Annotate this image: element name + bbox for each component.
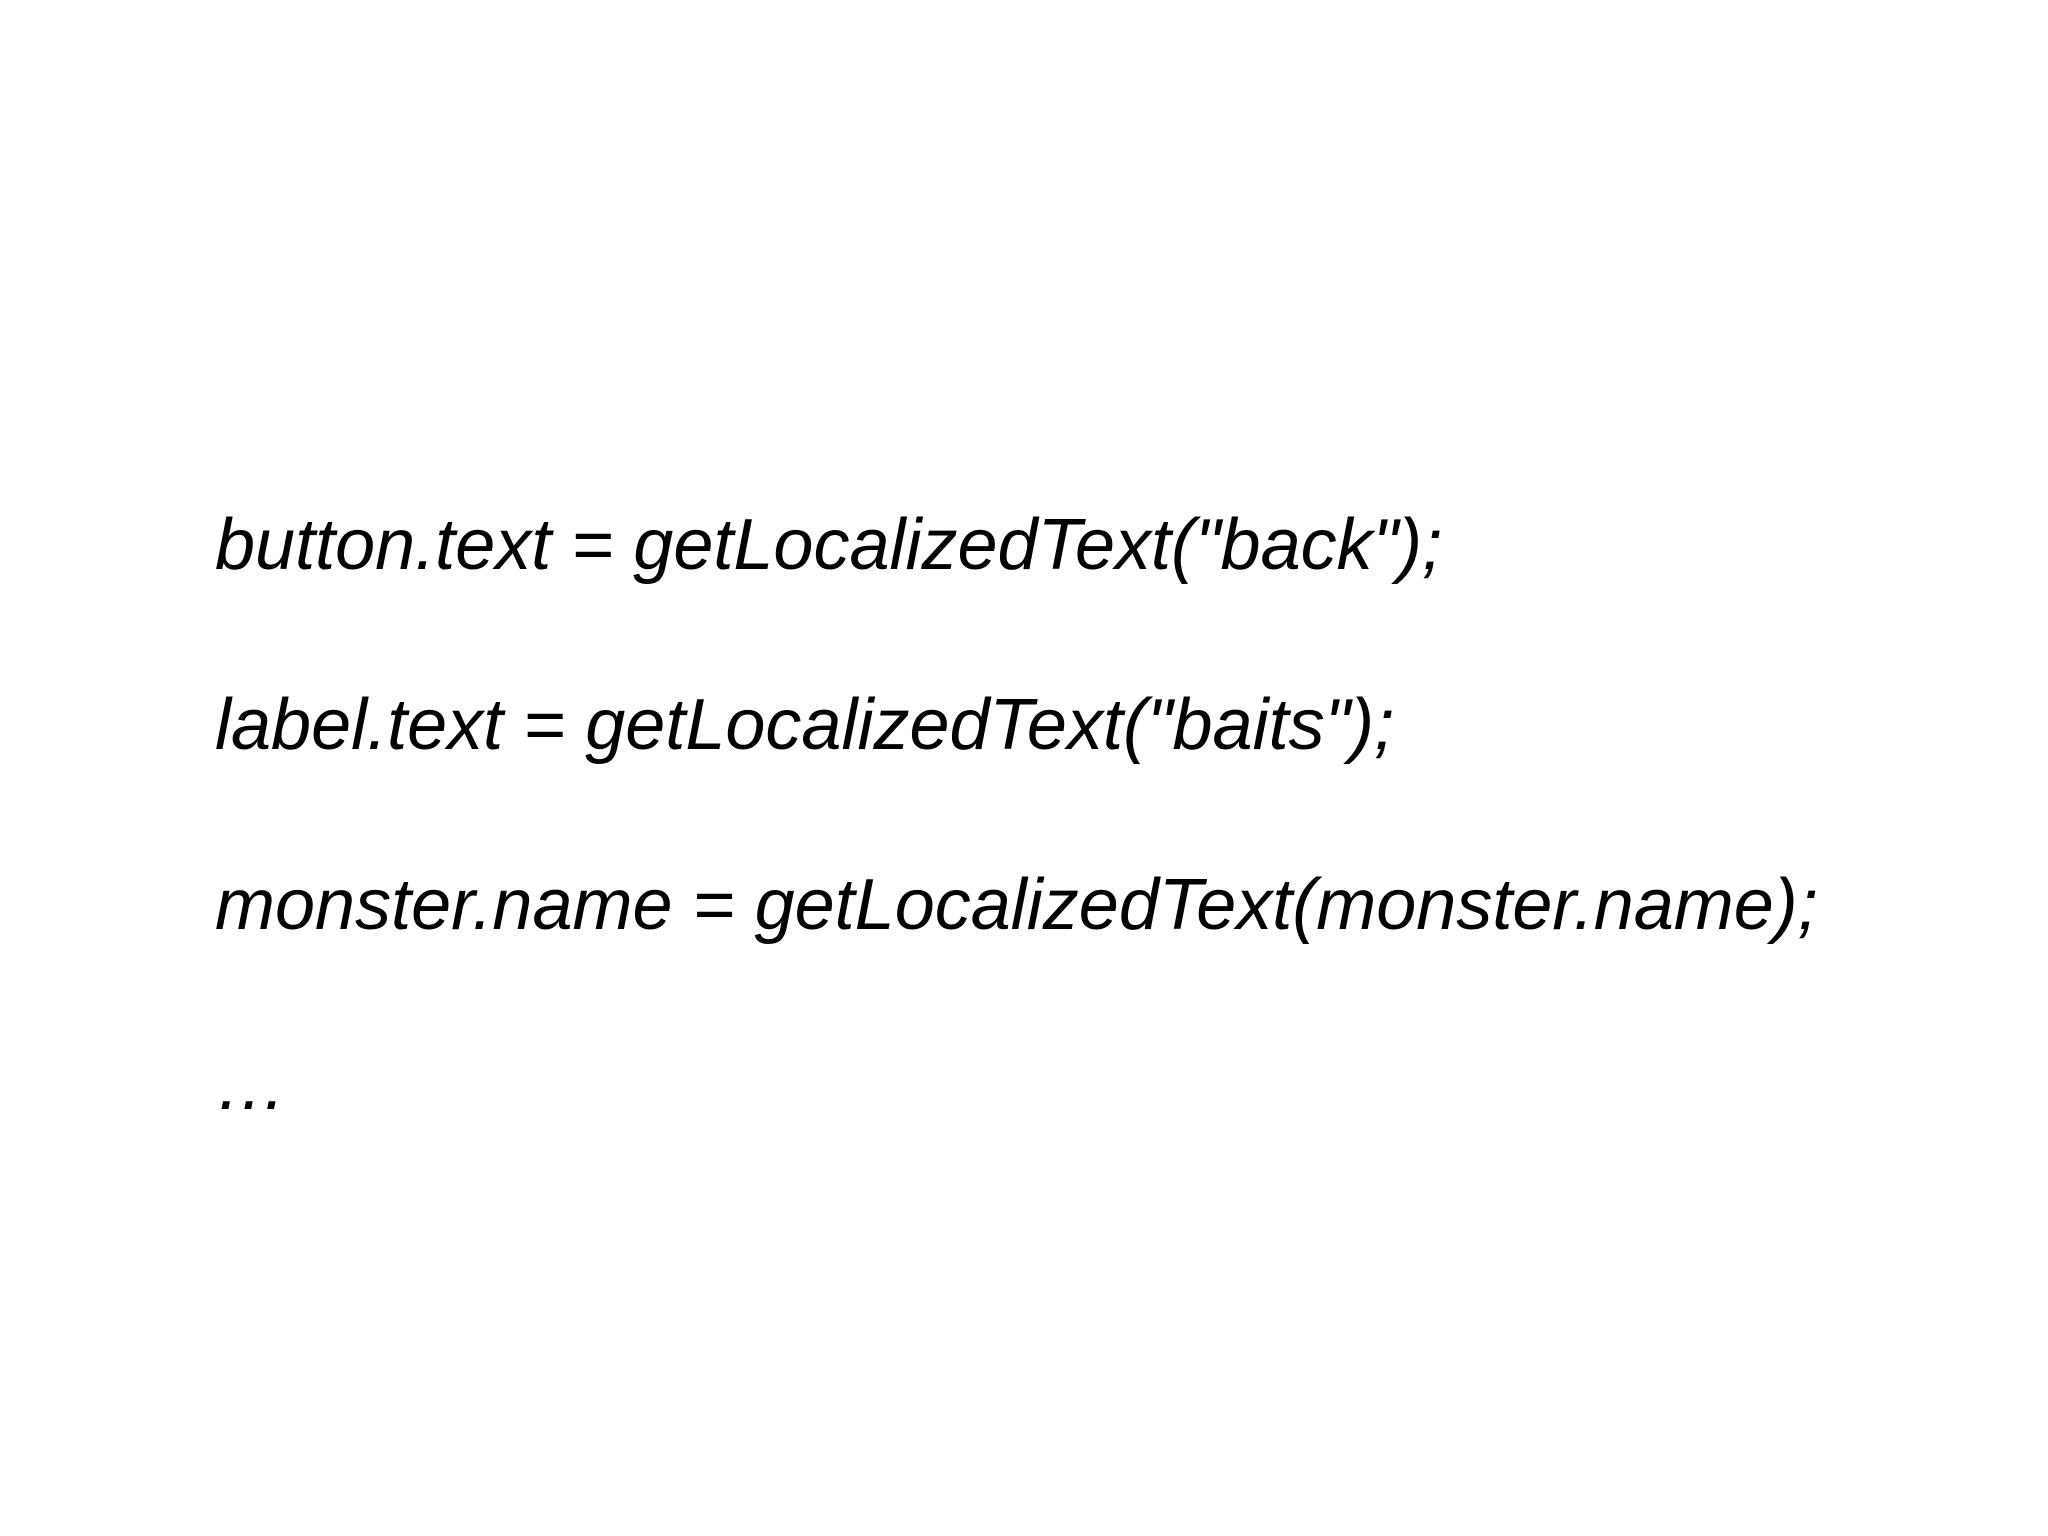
code-line-3: monster.name = getLocalizedText(monster.… <box>215 865 1818 945</box>
code-line-4-ellipsis: … <box>215 1045 289 1125</box>
code-line-1: button.text = getLocalizedText("back"); <box>215 505 1443 585</box>
code-line-2: label.text = getLocalizedText("baits"); <box>215 685 1395 765</box>
code-block: button.text = getLocalizedText("back"); … <box>215 455 1975 1175</box>
